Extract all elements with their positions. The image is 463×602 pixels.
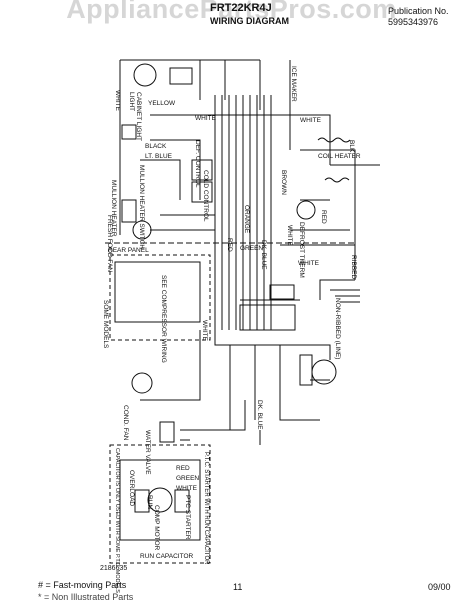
label-rear-panel: REAR PANEL	[108, 247, 149, 254]
label-ribbed: RIBBED	[350, 255, 357, 280]
water-valve-symbol	[159, 421, 175, 443]
label-fresh-food-fan: FRESH FOOD FAN	[106, 215, 113, 272]
label-white-mid: WHITE	[195, 115, 217, 122]
label-dk-blue: DK. BLUE	[260, 240, 267, 270]
ptc-run-capacitor: RUN CAPACITOR	[140, 553, 194, 560]
publication-block: Publication No. 5995343976	[388, 6, 449, 28]
label-cold-control: COLD CONTROL	[202, 170, 209, 222]
ptc-overload: OVERLOAD	[128, 470, 135, 506]
label-brown: BROWN	[280, 170, 287, 195]
label-white-top: WHITE	[114, 90, 121, 112]
ptc-red: RED	[176, 465, 190, 472]
label-white-coil: WHITE	[286, 225, 293, 247]
label-some-models: SOME MODELS	[102, 300, 109, 349]
label-mullion-heater: MULLION HEATER	[110, 180, 117, 237]
label-defrost-therm: DEFROST THERM	[298, 222, 305, 278]
watermark: AppliancePartsPros.com	[66, 0, 397, 24]
label-def-control: DEF. CONTROL	[194, 140, 201, 188]
label-dk-blue-lower: DK. BLUE	[256, 400, 263, 430]
label-ice-maker: ICE MAKER	[290, 66, 297, 102]
model-number: FRT22KR4J	[210, 2, 272, 14]
light-symbol	[133, 63, 157, 87]
label-see-compressor: SEE COMPRESSOR WIRING	[160, 275, 167, 363]
label-non-ribbed: NON-RIBBED (LINE)	[334, 298, 341, 359]
label-yellow: YELLOW	[148, 100, 176, 107]
label-white-cond: WHITE	[201, 320, 208, 342]
legend-non-illustrated: * = Non Illustrated Parts	[38, 592, 134, 602]
label-green: GREEN	[240, 245, 263, 252]
ptc-starter: PTC STARTER	[184, 495, 191, 540]
footer-date: 09/00	[428, 582, 451, 592]
label-black: BLACK	[145, 143, 167, 150]
cond-fan-symbol	[131, 372, 153, 394]
ptc-green: GREEN	[176, 475, 199, 482]
label-blk: BLK	[348, 140, 355, 153]
page-title: WIRING DIAGRAM	[210, 16, 289, 26]
ptc-capacitor-note: CAPACITOR IS ONLY USED WITH SOME P.T.C. …	[114, 448, 120, 593]
label-lt-blue: LT. BLUE	[145, 153, 173, 160]
label-red-harness: RED	[226, 238, 233, 252]
ptc-comp-motor: COMP MOTOR	[153, 505, 160, 551]
ptc-title: P.T.C. STARTER WITH RUN CAPACITOR	[203, 452, 209, 565]
page-number: 11	[233, 582, 243, 592]
label-orange: ORANGE	[243, 205, 250, 234]
defrost-therm-symbol	[296, 200, 316, 220]
publication-number: 5995343976	[388, 17, 439, 27]
wire-white-mid	[150, 114, 331, 165]
label-mullion-switch: MULLION HEATER SWITCH	[138, 165, 145, 249]
publication-label: Publication No.	[388, 6, 449, 16]
label-cabinet-light: CABINET LIGHT	[135, 92, 142, 141]
ptc-white: WHITE	[176, 485, 198, 492]
legend-fast-moving: # = Fast-moving Parts	[38, 580, 127, 590]
label-white-lower: WHITE	[298, 260, 320, 267]
label-cond-fan: COND. FAN	[122, 405, 129, 441]
label-red: RED	[320, 210, 327, 224]
fresh-food-fan-symbol	[132, 220, 152, 240]
coil-heater-symbol	[317, 137, 351, 143]
label-coil-heater: COIL HEATER	[318, 153, 361, 160]
label-water-valve: WATER VALVE	[144, 430, 151, 475]
ptc-run: RUN	[146, 495, 153, 509]
drawing-number: 2186635	[100, 565, 128, 572]
label-white-right: WHITE	[300, 117, 322, 124]
label-light: LIGHT	[128, 92, 135, 111]
ptc-box-outline	[109, 444, 211, 564]
